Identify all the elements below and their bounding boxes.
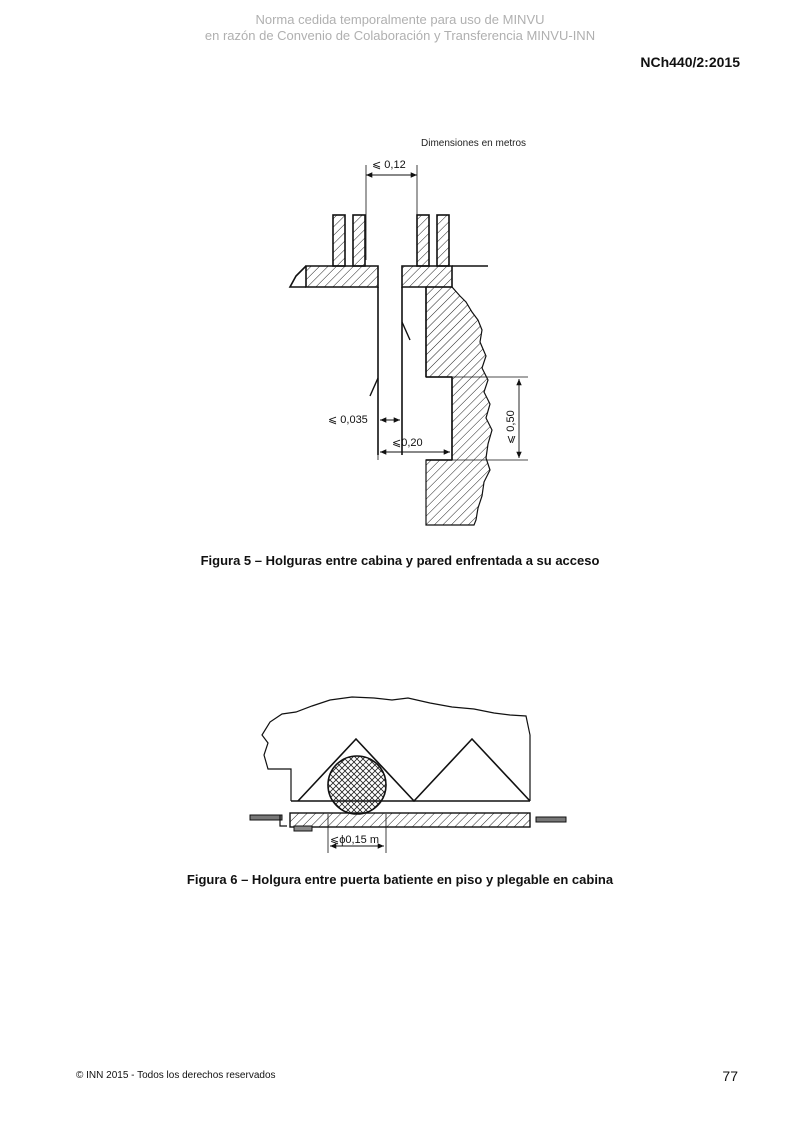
watermark-line-1: Norma cedida temporalmente para uso de M… xyxy=(255,12,545,27)
copyright-footer: © INN 2015 - Todos los derechos reservad… xyxy=(76,1070,276,1081)
dim-right-label: ⩽ 0,50 xyxy=(505,410,517,444)
units-note: Dimensiones en metros xyxy=(421,138,526,149)
figure-6-caption: Figura 6 – Holgura entre puerta batiente… xyxy=(186,872,614,887)
dim-top-label: ⩽ 0,12 xyxy=(372,159,406,171)
dim-left-label: ⩽ 0,035 xyxy=(328,414,368,426)
dim-diameter-label: ⩽ϕ0,15 m xyxy=(330,834,379,846)
watermark-line-2: en razón de Convenio de Colaboración y T… xyxy=(204,28,596,43)
figure-5-caption: Figura 5 – Holguras entre cabina y pared… xyxy=(200,553,600,568)
page-number: 77 xyxy=(722,1068,738,1084)
figure-5-drawing: Dimensiones en metros ⩽ 0,12 ⩽ 0,035 xyxy=(288,138,528,526)
dim-bottom-label: ⩽0,20 xyxy=(392,437,423,449)
figure-6-drawing: ⩽ϕ0,15 m xyxy=(249,696,567,853)
standard-code: NCh440/2:2015 xyxy=(640,54,740,70)
